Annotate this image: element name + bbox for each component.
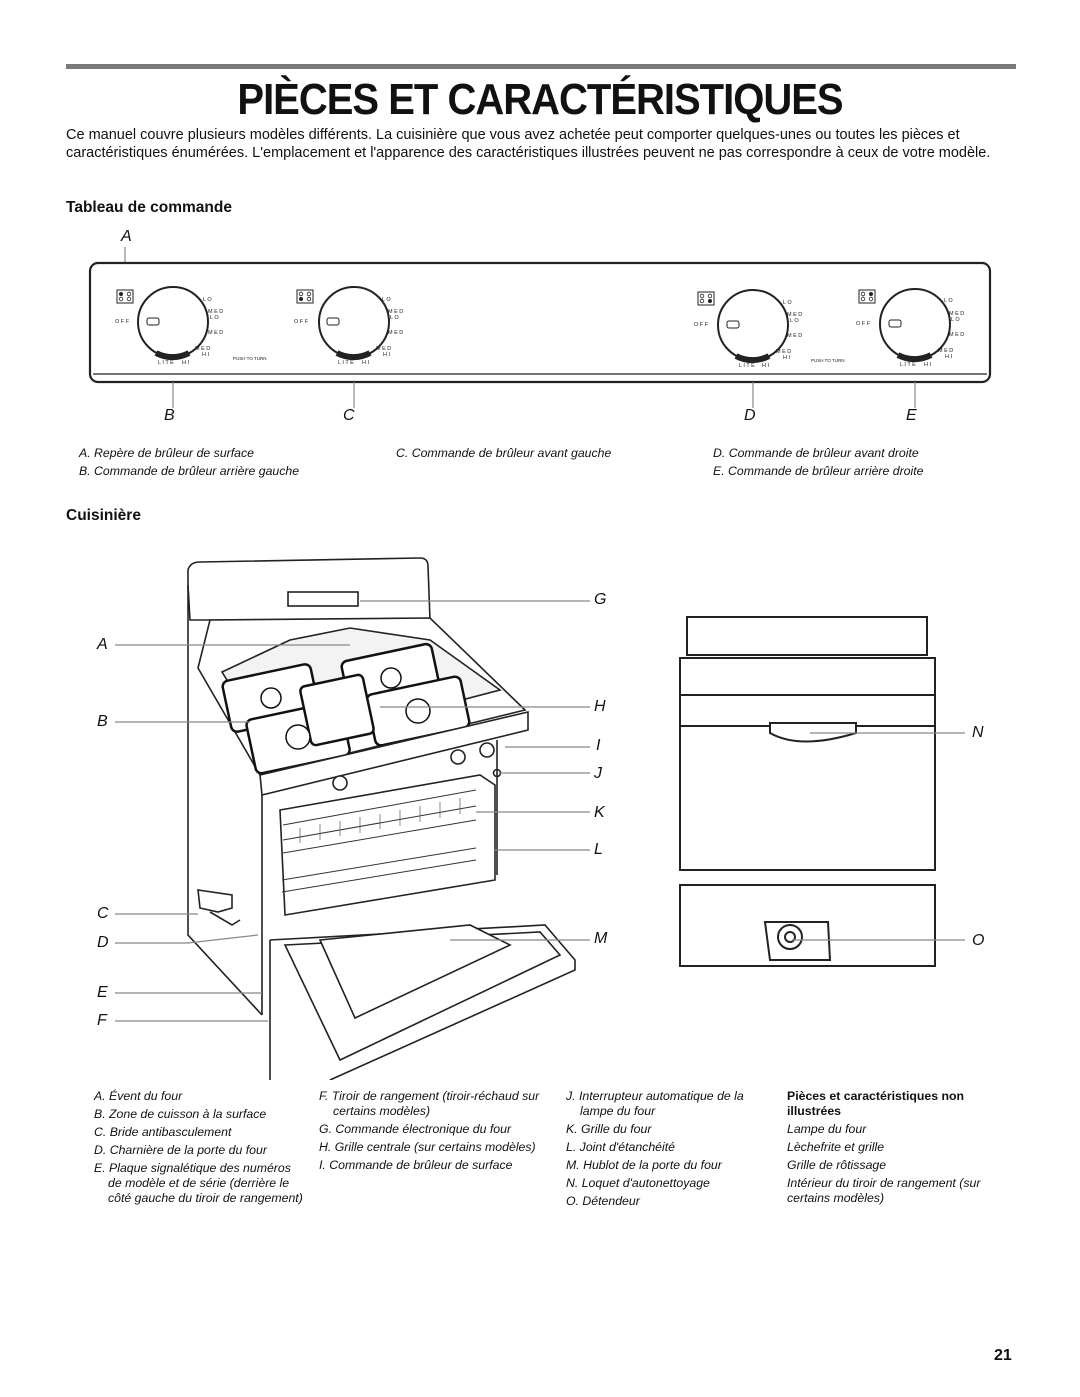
knob2-lo: L O: [382, 297, 391, 303]
legend-column-2: F. Tiroir de rangement (tiroir-réchaud s…: [319, 1089, 544, 1173]
not-shown-item: Intérieur du tiroir de rangement (sur ce…: [787, 1176, 981, 1205]
legend-h: H. Grille centrale (sur certains modèles…: [319, 1140, 536, 1154]
range-callout-n: N: [972, 724, 984, 741]
legend-n: N. Loquet d'autonettoyage: [566, 1176, 710, 1190]
legend-column-3: J. Interrupteur automatique de la lampe …: [566, 1089, 776, 1209]
legend-column-4: Pièces et caractéristiques non illustrée…: [787, 1089, 997, 1206]
control-panel-diagram: O F F L O M E D L O M E D M E D H I L I …: [88, 247, 992, 408]
knob-rear-right: [858, 288, 951, 363]
knob4-lo2: L O: [951, 317, 960, 323]
range-callout-b: B: [97, 713, 108, 730]
legend-j: J. Interrupteur automatique de la lampe …: [566, 1089, 744, 1118]
knob2-off: O F F: [294, 319, 309, 325]
range-heading: Cuisinière: [66, 507, 141, 524]
page-title: PIÈCES ET CARACTÉRISTIQUES: [237, 76, 843, 124]
range-callout-o: O: [972, 932, 985, 949]
knob1-med2: M E D: [208, 330, 223, 336]
range-callout-g: G: [594, 591, 607, 608]
caption-e: E. Commande de brûleur arrière droite: [713, 464, 924, 478]
push-to-turn-1: PUSH TO TURN: [233, 356, 267, 361]
knob3-med3: M E D: [776, 349, 791, 355]
knob2-lo2: L O: [390, 315, 399, 321]
knob4-lo: L O: [944, 298, 953, 304]
knob2-hi: H I: [383, 352, 391, 358]
knob4-hi2: H I: [924, 362, 932, 368]
caption-a: A. Repère de brûleur de surface: [79, 446, 254, 460]
legend-k: K. Grille du four: [566, 1122, 652, 1136]
range-callout-l: L: [594, 841, 603, 858]
top-rule: [66, 64, 1016, 69]
caption-d: D. Commande de brûleur avant droite: [713, 446, 919, 460]
knob1-lo: L O: [203, 297, 212, 303]
knob-rear-left: [116, 286, 209, 361]
range-callout-h: H: [594, 698, 606, 715]
knob1-lite: L I T E: [158, 360, 174, 366]
legend-d: D. Charnière de la porte du four: [94, 1143, 267, 1157]
range-callout-m: M: [594, 930, 608, 947]
knob3-lo: L O: [783, 300, 792, 306]
knob3-med: M E D: [787, 312, 802, 318]
range-callout-a: A: [97, 636, 108, 653]
callout-d-label: D: [744, 407, 756, 424]
not-shown-item: Grille de rôtissage: [787, 1158, 887, 1172]
legend-e: E. Plaque signalétique des numéros de mo…: [94, 1161, 303, 1205]
knob4-off: O F F: [856, 321, 871, 327]
knob1-hi2: H I: [182, 360, 190, 366]
knob3-lite: L I T E: [739, 363, 755, 369]
range-callout-f: F: [97, 1012, 107, 1029]
control-panel-heading: Tableau de commande: [66, 199, 232, 216]
knob4-med: M E D: [949, 311, 964, 317]
legend-o: O. Détendeur: [566, 1194, 640, 1208]
caption-b: B. Commande de brûleur arrière gauche: [79, 464, 300, 478]
legend-g: G. Commande électronique du four: [319, 1122, 512, 1136]
knob4-lite: L I T E: [900, 362, 916, 368]
intro-paragraph: Ce manuel couvre plusieurs modèles diffé…: [66, 127, 991, 161]
knob2-hi2: H I: [362, 360, 370, 366]
range-diagram: [115, 557, 965, 1080]
not-shown-heading: Pièces et caractéristiques non illustrée…: [787, 1089, 965, 1118]
legend-c: C. Bride antibasculement: [94, 1125, 232, 1139]
range-callout-j: J: [594, 765, 602, 782]
knob3-med2: M E D: [787, 333, 802, 339]
knob1-lo2: L O: [210, 315, 219, 321]
knob1-med: M E D: [208, 309, 223, 315]
range-callout-k: K: [594, 804, 605, 821]
legend-column-1: A. Évent du four B. Zone de cuisson à la…: [94, 1089, 304, 1206]
push-to-turn-2: PUSH TO TURN: [811, 358, 845, 363]
knob1-med3: M E D: [195, 346, 210, 352]
not-shown-item: Lampe du four: [787, 1122, 867, 1136]
knob1-off: O F F: [115, 319, 130, 325]
caption-c: C. Commande de brûleur avant gauche: [396, 446, 612, 460]
knob2-med3: M E D: [376, 346, 391, 352]
legend-f: F. Tiroir de rangement (tiroir-réchaud s…: [319, 1089, 540, 1118]
legend-a: A. Évent du four: [94, 1089, 183, 1103]
page-number: 21: [994, 1347, 1012, 1364]
legend-l: L. Joint d'étanchéité: [566, 1140, 675, 1154]
knob-front-right: [697, 289, 789, 364]
knob2-lite: L I T E: [338, 360, 354, 366]
range-callout-i: I: [596, 737, 601, 754]
knob4-med2: M E D: [949, 332, 964, 338]
knob3-hi2: H I: [762, 363, 770, 369]
not-shown-item: Lèchefrite et grille: [787, 1140, 885, 1154]
callout-a-label: A: [121, 228, 132, 245]
range-callout-d: D: [97, 934, 109, 951]
legend-b: B. Zone de cuisson à la surface: [94, 1107, 267, 1121]
range-callout-c: C: [97, 905, 109, 922]
knob3-lo2: L O: [790, 318, 799, 324]
knob3-hi: H I: [783, 355, 791, 361]
knob4-hi: H I: [945, 354, 953, 360]
callout-e-label: E: [906, 407, 917, 424]
callout-b-label: B: [164, 407, 175, 424]
knob4-med3: M E D: [938, 348, 953, 354]
legend-i: I. Commande de brûleur de surface: [319, 1158, 513, 1172]
knob-front-left: [296, 286, 390, 361]
knob2-med2: M E D: [388, 330, 403, 336]
legend-m: M. Hublot de la porte du four: [566, 1158, 722, 1172]
callout-c-label: C: [343, 407, 355, 424]
knob1-hi: H I: [202, 352, 210, 358]
range-callout-e: E: [97, 984, 108, 1001]
knob3-off: O F F: [694, 322, 709, 328]
knob2-med: M E D: [388, 309, 403, 315]
